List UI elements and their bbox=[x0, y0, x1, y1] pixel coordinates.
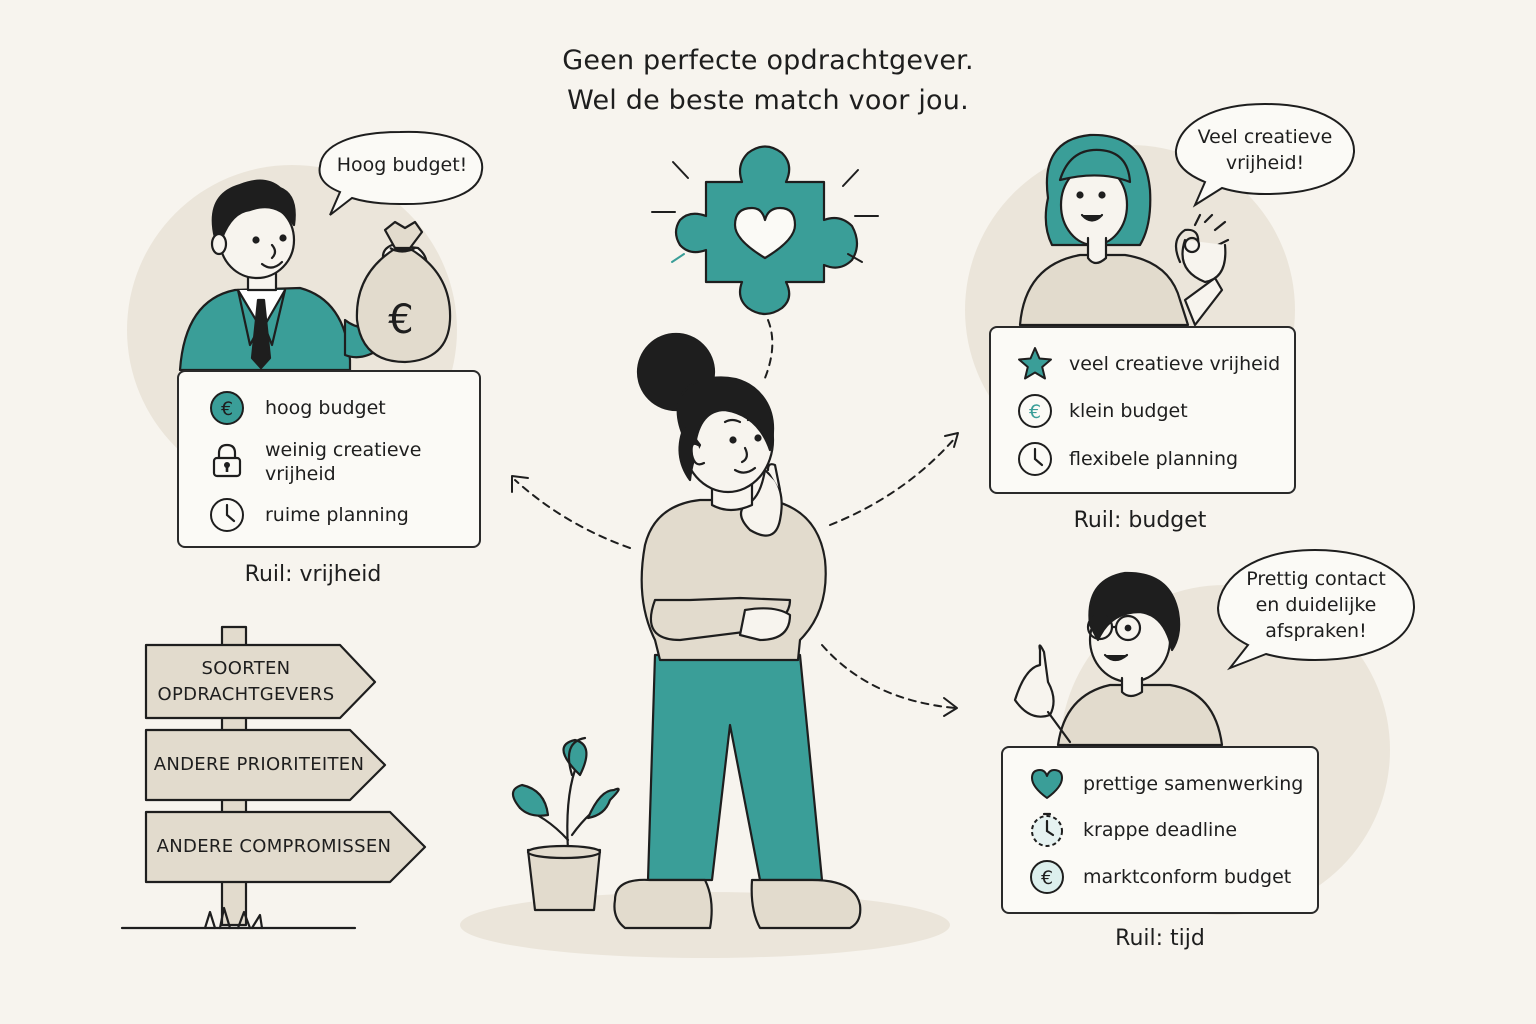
right-bottom-bubble-line-2: en duidelijke bbox=[1255, 594, 1377, 616]
right-bottom-bubble-text: Prettig contact en duidelijke afspraken! bbox=[1222, 566, 1410, 644]
puzzle-heart-icon bbox=[674, 145, 859, 316]
svg-text:€: € bbox=[388, 297, 413, 343]
money-bag-icon: € bbox=[355, 220, 452, 364]
right-top-speech-bubble bbox=[1174, 102, 1356, 208]
sign-3-text: ANDERE COMPROMISSEN bbox=[156, 836, 392, 857]
right-bottom-bubble-line-3: afspraken! bbox=[1265, 620, 1367, 642]
potted-plant-icon bbox=[511, 736, 620, 912]
right-bottom-item-2-label: krappe deadline bbox=[1083, 819, 1238, 841]
arrow-heads bbox=[511, 432, 959, 717]
signpost bbox=[120, 625, 427, 930]
left-item-2-label-line-2: vrijheid bbox=[265, 463, 336, 485]
right-top-bubble-text: Veel creatieve vrijheid! bbox=[1180, 124, 1350, 176]
right-top-trade-caption: Ruil: budget bbox=[1073, 508, 1207, 533]
lock-icon bbox=[212, 443, 242, 478]
clock-icon bbox=[1018, 442, 1052, 476]
svg-text:€: € bbox=[221, 398, 233, 420]
sign-2-text: ANDERE PRIORITEITEN bbox=[153, 754, 365, 775]
right-top-item-2-label: klein budget bbox=[1069, 400, 1188, 422]
right-top-client-card: veel creatieve vrijheid € klein budget f… bbox=[989, 326, 1296, 494]
right-top-bubble-line-2: vrijheid! bbox=[1225, 152, 1305, 174]
sign-1-text: SOORTEN OPDRACHTGEVERS bbox=[146, 656, 346, 708]
left-item-1-label: hoog budget bbox=[265, 397, 386, 419]
sign-1-line-2: OPDRACHTGEVERS bbox=[157, 684, 335, 705]
euro-coin-icon: € bbox=[1030, 860, 1064, 894]
right-bottom-speech-bubble bbox=[1216, 548, 1416, 671]
right-bottom-item-1-label: prettige samenwerking bbox=[1083, 773, 1304, 795]
sparkle-lines bbox=[651, 161, 879, 263]
left-trade-caption: Ruil: vrijheid bbox=[244, 562, 382, 587]
svg-text:€: € bbox=[1029, 401, 1041, 423]
title-line-1: Geen perfecte opdrachtgever. bbox=[562, 45, 974, 76]
title-line-2: Wel de beste match voor jou. bbox=[567, 85, 969, 116]
left-client-card: € hoog budget weinig creatieve vrijheid … bbox=[177, 370, 481, 548]
dashed-arrows bbox=[514, 319, 956, 709]
thinking-woman-figure bbox=[613, 332, 862, 930]
euro-coin-icon: € bbox=[1018, 394, 1052, 428]
svg-text:€: € bbox=[1041, 867, 1053, 889]
heart-icon bbox=[1031, 769, 1063, 799]
left-bubble-text: Hoog budget! bbox=[336, 154, 468, 176]
clock-icon bbox=[210, 498, 244, 532]
star-icon bbox=[1018, 347, 1052, 380]
stopwatch-icon bbox=[1031, 812, 1063, 847]
right-bottom-trade-caption: Ruil: tijd bbox=[1115, 926, 1205, 951]
friendly-man-figure bbox=[1013, 571, 1224, 747]
left-speech-bubble bbox=[318, 130, 484, 216]
creative-woman-figure bbox=[1018, 133, 1230, 327]
right-top-item-3-label: flexibele planning bbox=[1069, 448, 1239, 470]
right-bottom-bubble-line-1: Prettig contact bbox=[1246, 568, 1386, 590]
right-top-item-1-label: veel creatieve vrijheid bbox=[1069, 353, 1281, 375]
left-item-2-label-line-1: weinig creatieve bbox=[265, 439, 422, 461]
right-bottom-client-card: prettige samenwerking krappe deadline € … bbox=[1001, 746, 1319, 914]
left-item-3-label: ruime planning bbox=[265, 504, 409, 526]
right-bottom-item-3-label: marktconform budget bbox=[1083, 866, 1292, 888]
right-top-bubble-line-1: Veel creatieve bbox=[1197, 126, 1333, 148]
euro-coin-icon: € bbox=[210, 391, 244, 425]
sign-1-line-1: SOORTEN bbox=[201, 658, 291, 679]
